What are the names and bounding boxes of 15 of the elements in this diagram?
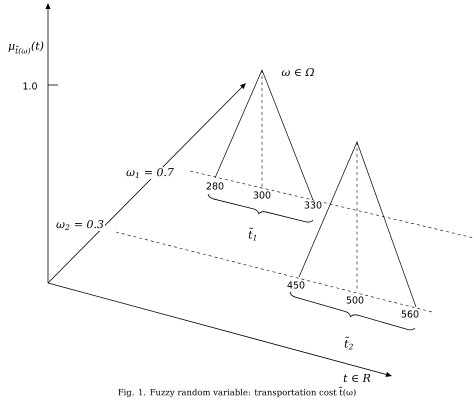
- axis-label: ω ∈ Ω: [280, 66, 316, 78]
- value-label: 300: [252, 190, 272, 200]
- axis-label: μ$_{t̃̃(ω)}$(t): [7, 40, 45, 56]
- tick-label: 1.0: [21, 81, 39, 91]
- level-label: ω$_{1}$ = 0.7: [125, 166, 175, 180]
- caption: Fig. 1. Fuzzy random variable: transportation cost t̃̃(ω): [118, 386, 356, 398]
- axis-label: t ∈ R: [342, 372, 372, 384]
- value-label: 280: [204, 181, 226, 191]
- level-label: ω$_{2}$ = 0.3: [55, 218, 105, 232]
- fuzzy-number-label: t̃$_{2}$: [343, 336, 355, 350]
- value-label: 450: [286, 280, 306, 290]
- fuzzy-number-label: t̃$_{1}$: [247, 226, 259, 242]
- value-label: 500: [344, 295, 366, 305]
- value-label: 560: [400, 309, 420, 319]
- value-label: 330: [302, 200, 324, 210]
